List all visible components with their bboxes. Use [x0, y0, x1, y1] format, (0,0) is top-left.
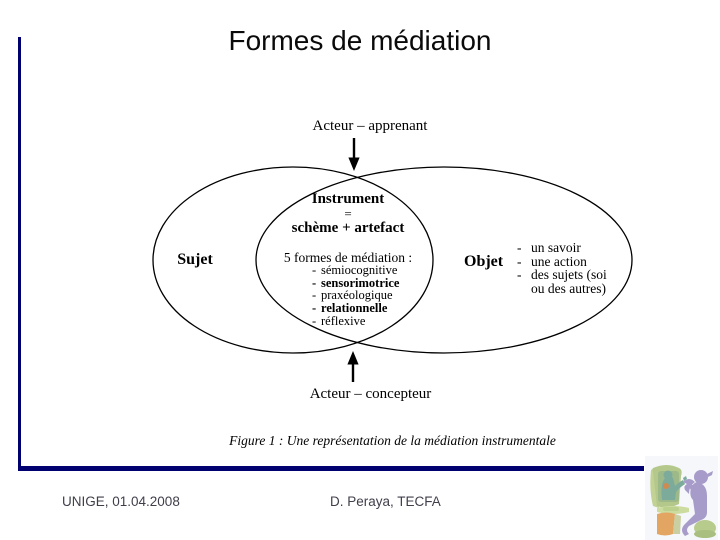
instrument-title: Instrument: [311, 191, 385, 207]
list-item: -réflexive: [312, 313, 366, 328]
subject-ellipse: [152, 166, 434, 354]
list-item: ou des autres): [531, 281, 606, 297]
footer-author: D. Peraya, TECFA: [330, 494, 441, 509]
figure-caption: Figure 1 : Une représentation de la médi…: [229, 433, 556, 448]
object-items-list: -un savoir -une action -des sujets (soi …: [517, 241, 607, 296]
footer-institution-date: UNIGE, 01.04.2008: [62, 494, 180, 509]
instrument-block: Instrument = schème + artefact: [262, 191, 434, 237]
actor-learner-label: Acteur – apprenant: [312, 118, 428, 134]
instrument-formula: schème + artefact: [291, 220, 405, 236]
object-label: Objet: [464, 253, 504, 270]
slide-title: Formes de médiation: [228, 25, 492, 56]
actor-designer-label: Acteur – concepteur: [309, 386, 432, 402]
stool-icon: [694, 520, 716, 538]
subject-label: Sujet: [177, 251, 213, 268]
list-item: -praxéologique: [312, 288, 393, 303]
bottom-accent-line: [18, 466, 644, 471]
mediation-forms-heading: 5 formes de médiation :: [283, 250, 413, 265]
list-item: -des sujets (soi: [517, 267, 607, 283]
object-ellipse: [255, 166, 633, 354]
list-item: -relationnelle: [312, 301, 388, 316]
equals-sign: =: [344, 206, 352, 221]
list-item: -un savoir: [517, 240, 581, 255]
computer-conversation-clipart: [645, 456, 718, 540]
keyboard-icon: [657, 506, 689, 514]
list-item: -sensorimotrice: [312, 275, 400, 290]
top-arrow: [348, 138, 360, 171]
monitor-icon: [650, 465, 687, 508]
left-accent-line: [18, 37, 21, 466]
stand-icon: [657, 512, 681, 536]
person-icon: [682, 470, 713, 536]
list-item: -une action: [517, 253, 587, 269]
list-item: -sémiocognitive: [312, 263, 398, 277]
bottom-arrow: [347, 351, 359, 382]
mediation-forms-list: -sémiocognitive -sensorimotrice -praxéol…: [312, 264, 399, 328]
